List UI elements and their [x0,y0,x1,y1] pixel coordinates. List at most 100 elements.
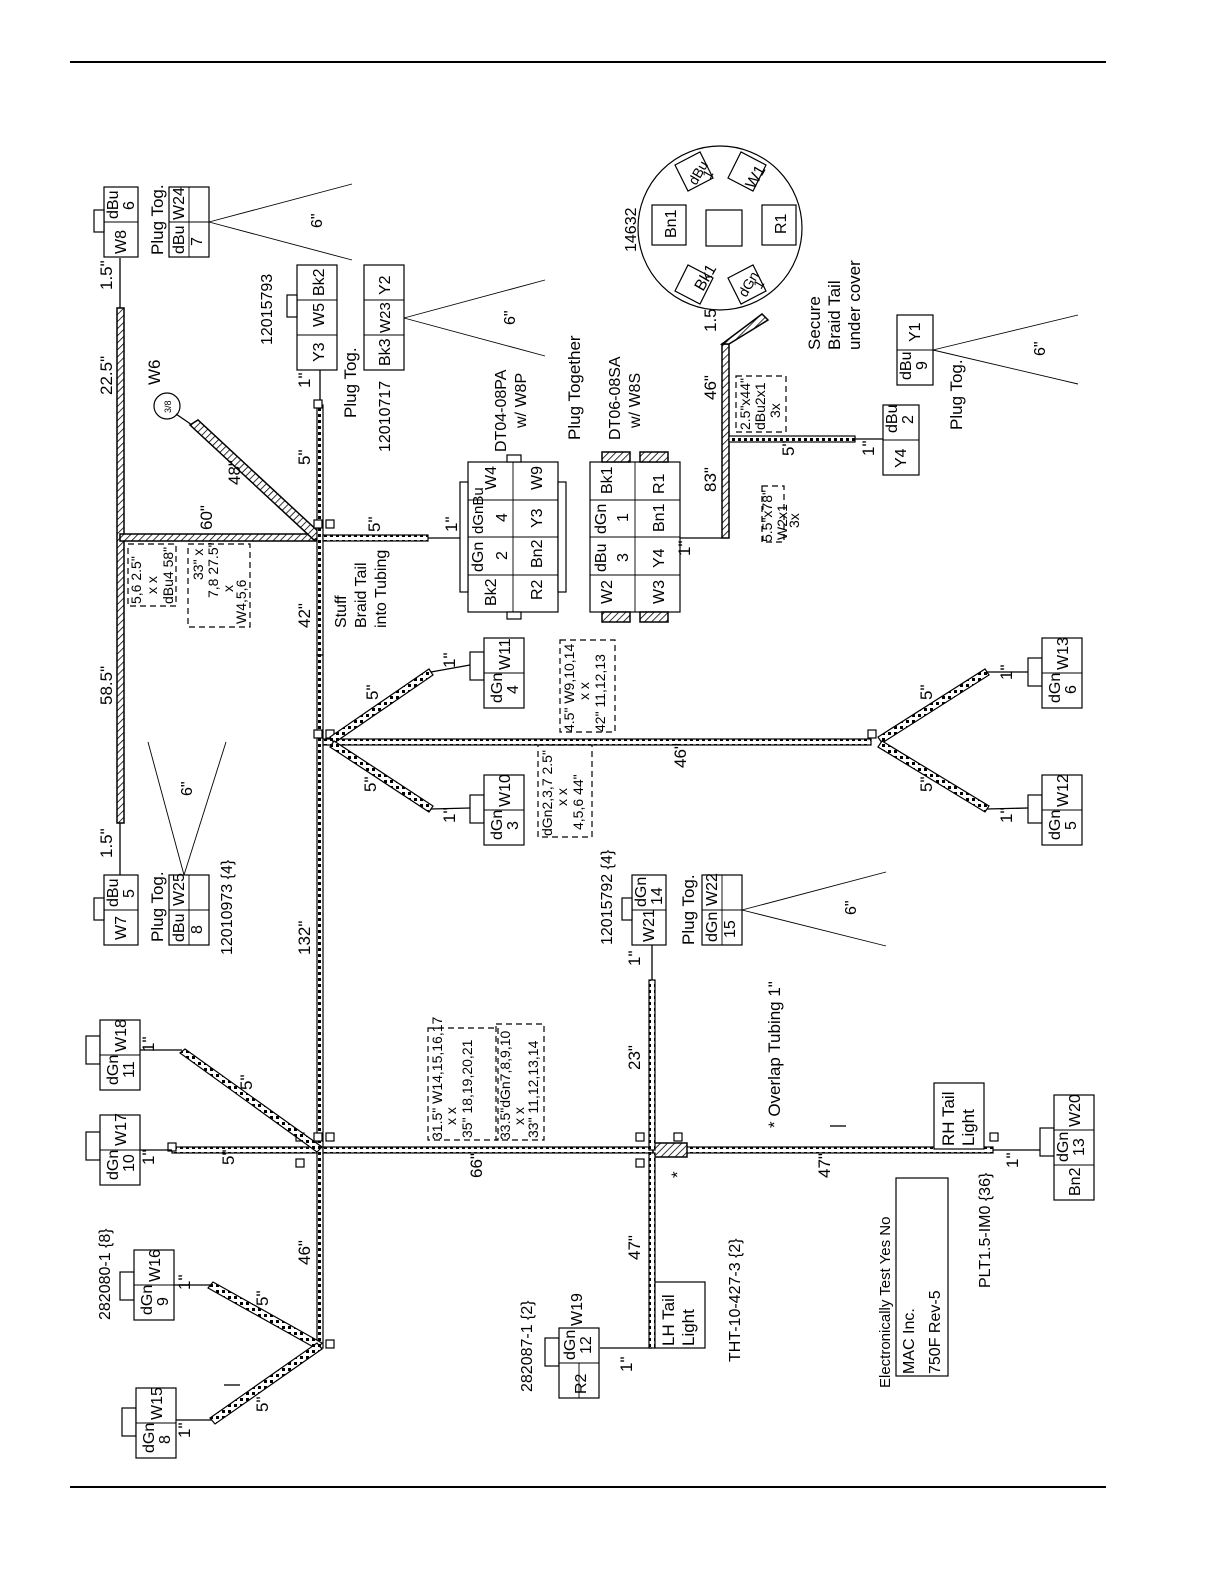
len-60: 60" [197,505,216,530]
svg-text:dGn: dGn [470,542,487,572]
svg-text:1": 1" [997,665,1016,681]
lh-tail-light-box [654,1281,706,1349]
title-block [895,1177,949,1377]
trunk-segment-a [316,404,324,656]
svg-text:33" x: 33" x [190,549,206,580]
svg-text:Bk2: Bk2 [311,268,328,296]
svg-text:W18: W18 [113,1019,130,1052]
svg-text:W23: W23 [377,302,394,333]
len-1-5-b: 1.5" [97,828,116,858]
connector-w19: R2 dGn 12 [544,1327,600,1399]
connector-w13: dGn 6 W13 [1027,637,1083,709]
svg-text:dGn: dGn [593,504,610,534]
svg-text:dBu: dBu [105,191,122,219]
svg-text:9: 9 [155,1297,172,1306]
braid-46-mid [322,738,872,746]
svg-text:1": 1" [175,1423,194,1439]
braid-60 [119,533,321,542]
svg-text:1: 1 [615,513,632,522]
connector-dt04-08pa: Bk2 dGn 2 dGnBu 4 W4 R2 Bn2 Y3 W9 [459,454,567,620]
connector-dt06-08sa: W2 dBu 3 dGn 1 Bk1 W3 Y4 Bn1 R1 [589,451,681,623]
svg-text:5": 5" [361,777,380,793]
svg-text:W20: W20 [1067,1094,1084,1127]
svg-text:Bn2: Bn2 [529,539,546,568]
svg-text:dGnBu: dGnBu [470,487,487,534]
svg-text:5": 5" [219,1150,238,1166]
svg-text:14632: 14632 [623,207,640,252]
connector-w16: dGn 9 W16 [119,1249,175,1321]
svg-text:12010973 {4}: 12010973 {4} [219,859,236,955]
svg-text:33.5"dGn7,8,9,10: 33.5"dGn7,8,9,10 [497,1031,513,1140]
svg-text:x: x [220,585,236,592]
svg-text:42" 11,12,13: 42" 11,12,13 [592,654,608,732]
braid-83 [721,343,730,539]
svg-text:6: 6 [1063,685,1080,694]
svg-text:6": 6" [1032,341,1049,356]
svg-text:2: 2 [494,551,511,560]
connector-w15: dGn 8 W15 [121,1387,177,1459]
svg-text:5": 5" [253,1291,272,1307]
svg-text:Y3: Y3 [311,342,328,362]
svg-text:under cover: under cover [845,260,864,350]
svg-text:x x: x x [144,576,160,594]
svg-text:Y2: Y2 [377,275,394,295]
svg-text:8: 8 [157,1435,174,1444]
connector-w10: dGn 3 W10 [469,774,525,846]
svg-text:LH Tail: LH Tail [659,1294,678,1346]
svg-text:*: * [668,1171,687,1178]
svg-text:dGn: dGn [704,912,721,942]
svg-text:W8: W8 [113,230,130,254]
svg-text:Bk1: Bk1 [599,466,616,494]
svg-text:Y4: Y4 [893,448,910,468]
svg-text:Plug Tog.: Plug Tog. [341,347,360,418]
svg-text:Stuff: Stuff [333,595,350,628]
braid-66 [322,1146,654,1154]
svg-text:x x: x x [554,788,570,806]
connector-14632: Bn1 R1 dBu 1 W1 Bk1 dGn 1 [637,145,803,311]
svg-text:dGn: dGn [1047,810,1064,840]
svg-text:W22: W22 [704,873,721,906]
svg-text:1": 1" [997,808,1016,824]
svg-text:47": 47" [815,1153,834,1178]
len-132: 132" [295,921,314,955]
svg-text:THT-10-427-3 {2}: THT-10-427-3 {2} [727,1238,744,1362]
svg-text:5.5"x78": 5.5"x78" [759,490,775,542]
len-83: 83" [701,467,720,492]
svg-text:W4,5,6: W4,5,6 [233,579,249,624]
svg-text:dGn: dGn [139,1285,156,1315]
svg-text:7,8 27.5": 7,8 27.5" [205,542,221,598]
svg-text:W21: W21 [641,909,658,942]
braid-left-top [116,307,125,824]
svg-text:dGn: dGn [1055,1132,1072,1162]
svg-text:Braid Tail: Braid Tail [825,280,844,350]
connector-w21-w22: W21 dGn 14 dGn 15 W22 Plug Tog. 12015792… [599,849,743,946]
svg-text:x x: x x [576,682,592,700]
svg-text:6": 6" [502,310,519,325]
svg-text:31.5" W14,15,16,17: 31.5" W14,15,16,17 [429,1017,445,1140]
svg-text:47": 47" [625,1235,644,1260]
svg-text:R2: R2 [573,1373,590,1394]
connector-w20: Bn2 dGn 13 W20 [1039,1094,1095,1201]
svg-text:Plug Tog.: Plug Tog. [679,874,698,945]
svg-text:3/8: 3/8 [163,400,173,413]
svg-text:14: 14 [649,887,666,905]
svg-text:Braid Tail: Braid Tail [353,562,370,628]
svg-text:W3: W3 [651,580,668,604]
svg-text:w/ W8P: w/ W8P [513,373,530,429]
svg-text:dBu4 58": dBu4 58" [160,547,176,604]
svg-text:282080-1 {8}: 282080-1 {8} [97,1228,114,1320]
svg-text:12015793: 12015793 [259,274,276,345]
svg-text:dGn: dGn [141,1423,158,1453]
svg-text:W13: W13 [1055,637,1072,670]
svg-text:R1: R1 [773,213,790,234]
svg-text:W12: W12 [1055,774,1072,807]
svg-text:dGn: dGn [633,877,650,907]
len-22-5: 22.5" [97,356,116,395]
svg-text:x x: x x [511,1107,527,1125]
len-1-5-top: 1.5" [97,260,116,290]
svg-text:5": 5" [237,1075,256,1091]
connector-y4: Y4 dBu 2 [882,404,920,476]
svg-text:8: 8 [189,925,206,934]
svg-text:12010717: 12010717 [377,381,394,452]
svg-text:W7: W7 [113,916,130,940]
